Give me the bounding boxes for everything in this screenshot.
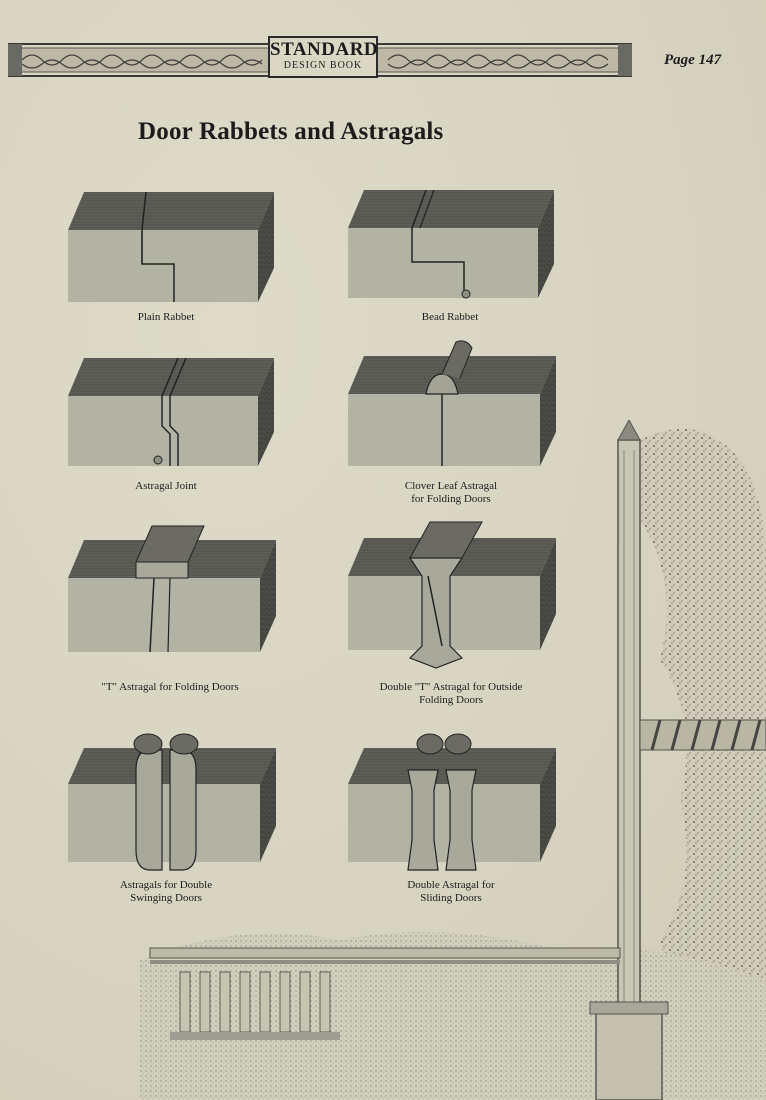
caption-line: Folding Doors — [419, 694, 483, 706]
standard-design-book-logo: STANDARD DESIGN BOOK — [268, 36, 378, 78]
caption-astragal-joint: Astragal Joint — [135, 480, 197, 492]
caption-line: Clover Leaf Astragal — [404, 480, 498, 492]
t-astragal-figure — [68, 525, 276, 653]
caption-t-astragal: "T" Astragal for Folding Doors — [101, 681, 239, 693]
astragal-joint-figure — [68, 357, 274, 466]
caption-bead-rabbet: Bead Rabbet — [421, 311, 479, 323]
caption-double-astragal-sliding: Double Astragal for Sliding Doors — [346, 879, 556, 905]
double-astragal-sliding-figure — [348, 733, 556, 871]
caption-line: Double Astragal for — [407, 879, 495, 891]
logo-line-2: DESIGN BOOK — [283, 60, 363, 71]
caption-line: Astragals for Double — [119, 879, 213, 891]
caption-line: for Folding Doors — [411, 493, 491, 505]
double-t-astragal-figure — [348, 521, 556, 669]
caption-line: Swinging Doors — [130, 892, 202, 904]
clover-leaf-astragal-figure — [348, 340, 556, 466]
caption-plain-rabbet: Plain Rabbet — [137, 311, 195, 323]
caption-double-swinging-astragals: Astragals for Double Swinging Doors — [66, 879, 266, 905]
logo-line-1: STANDARD — [270, 39, 379, 60]
caption-line: Sliding Doors — [420, 892, 482, 904]
bead-rabbet-figure — [348, 189, 554, 299]
page-title: Door Rabbets and Astragals — [138, 118, 444, 145]
caption-line: Double "T" Astragal for Outside — [379, 681, 523, 693]
double-swinging-astragals-figure — [68, 733, 276, 871]
caption-clover-leaf-astragal: Clover Leaf Astragal for Folding Doors — [356, 480, 546, 506]
page-number: Page 147 — [664, 52, 722, 68]
caption-double-t-astragal: Double "T" Astragal for Outside Folding … — [346, 681, 556, 707]
decorative-engraving-border — [140, 420, 766, 1100]
plain-rabbet-figure — [68, 191, 274, 302]
